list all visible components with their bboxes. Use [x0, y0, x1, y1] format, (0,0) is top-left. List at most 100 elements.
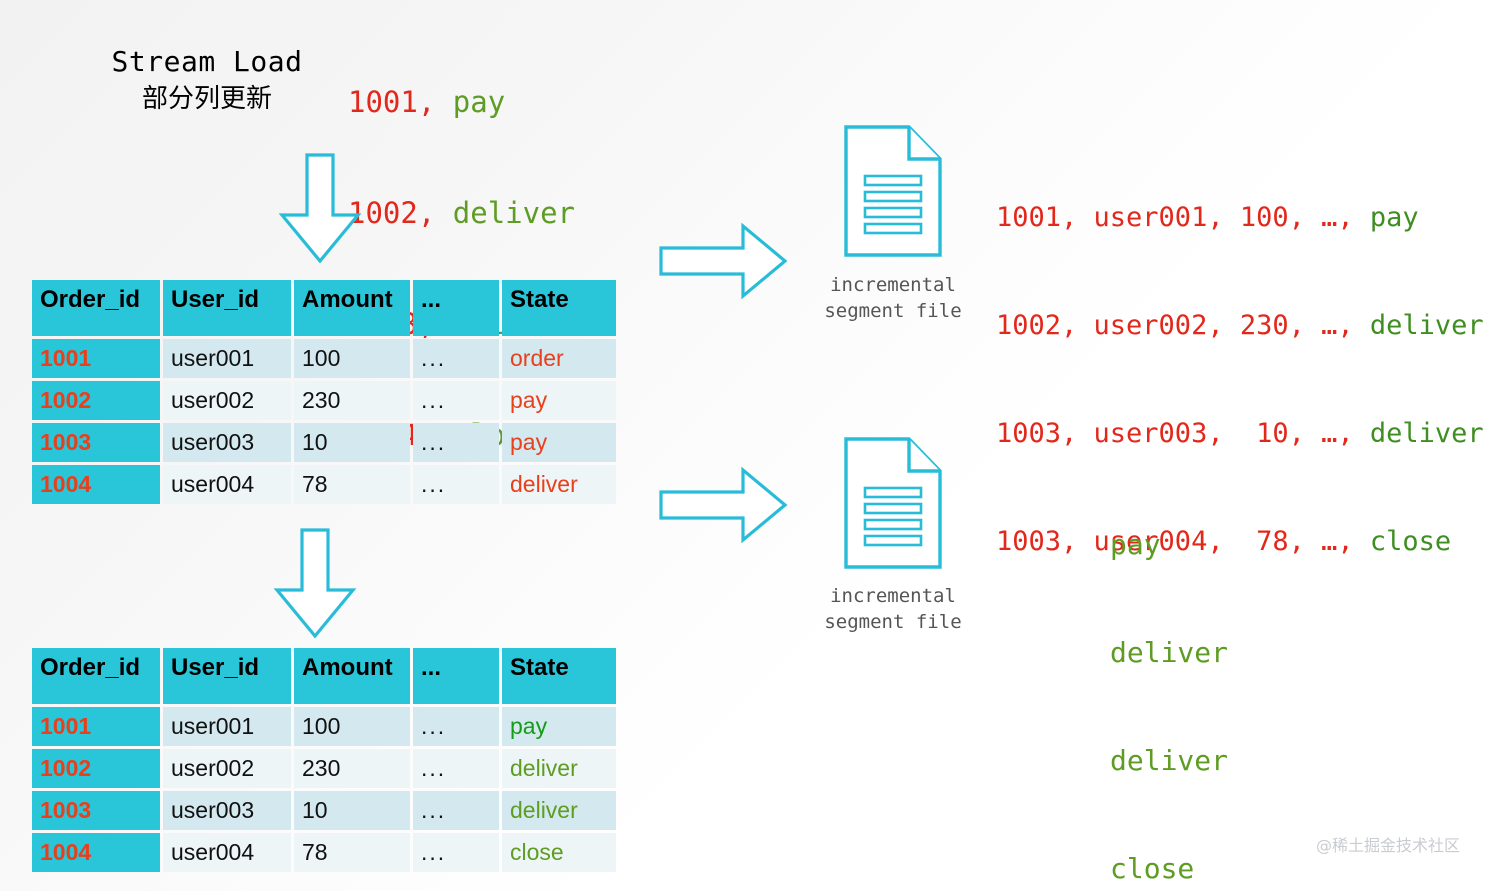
cell-user-id: user002 — [163, 749, 291, 788]
cell-amount: 10 — [294, 791, 410, 830]
segment-row-prefix: 1003, user004, 78, …, — [996, 526, 1354, 557]
cell-amount: 100 — [294, 339, 410, 378]
cell-state: close — [502, 833, 616, 872]
cell-order-id: 1004 — [32, 833, 160, 872]
column-header-amount: Amount — [294, 648, 410, 704]
table-row: 1002 user002 230 ... pay — [32, 381, 616, 420]
cell-user-id: user002 — [163, 381, 291, 420]
column-header-user-id: User_id — [163, 280, 291, 336]
arrow-right-icon-2 — [657, 466, 789, 544]
cell-ellipsis: ... — [413, 749, 499, 788]
cell-amount: 230 — [294, 749, 410, 788]
cell-amount: 100 — [294, 707, 410, 746]
table-row: 1002 user002 230 ... deliver — [32, 749, 616, 788]
table-row: 1001 user001 100 ... pay — [32, 707, 616, 746]
segment-file-listing-bottom: pay deliver deliver close — [1110, 455, 1228, 891]
cell-state: deliver — [502, 749, 616, 788]
cell-user-id: user001 — [163, 707, 291, 746]
segment-row: 1003, user004, 78, …, close — [996, 524, 1484, 560]
cell-user-id: user004 — [163, 465, 291, 504]
orders-table-before: Order_id User_id Amount ... State 1001 u… — [29, 277, 619, 507]
cell-user-id: user003 — [163, 423, 291, 462]
state-row: deliver — [1110, 744, 1229, 777]
cell-order-id: 1002 — [32, 749, 160, 788]
table-row: 1004 user004 78 ... deliver — [32, 465, 616, 504]
cell-ellipsis: ... — [413, 833, 499, 872]
cell-amount: 10 — [294, 423, 410, 462]
cell-order-id: 1001 — [32, 339, 160, 378]
segment-row-prefix: 1003, user003, 10, …, — [996, 418, 1354, 449]
input-row-state: deliver — [452, 196, 575, 230]
column-header-user-id: User_id — [163, 648, 291, 704]
cell-order-id: 1003 — [32, 423, 160, 462]
segment-row-state: deliver — [1369, 418, 1484, 449]
cell-amount: 78 — [294, 833, 410, 872]
input-stream-row: 1002, deliver — [348, 195, 575, 232]
cell-ellipsis: ... — [413, 465, 499, 504]
cell-state: deliver — [502, 791, 616, 830]
segment-row-prefix: 1001, user001, 100, …, — [996, 202, 1354, 233]
segment-row-state: deliver — [1369, 310, 1484, 341]
input-row-id: 1001, — [348, 85, 436, 119]
table-row: 1004 user004 78 ... close — [32, 833, 616, 872]
input-stream-row: 1001, pay — [348, 84, 575, 121]
table-header-row: Order_id User_id Amount ... State — [32, 648, 616, 704]
state-row: deliver — [1110, 636, 1229, 669]
state-row: pay — [1110, 528, 1161, 561]
orders-table-after: Order_id User_id Amount ... State 1001 u… — [29, 645, 619, 875]
cell-amount: 230 — [294, 381, 410, 420]
cell-ellipsis: ... — [413, 707, 499, 746]
cell-order-id: 1003 — [32, 791, 160, 830]
column-header-order-id: Order_id — [32, 280, 160, 336]
segment-row-prefix: 1002, user002, 230, …, — [996, 310, 1354, 341]
file-caption-2: incremental segment file — [824, 585, 962, 633]
table-row: 1001 user001 100 ... order — [32, 339, 616, 378]
cell-order-id: 1001 — [32, 707, 160, 746]
table: Order_id User_id Amount ... State 1001 u… — [29, 277, 619, 507]
stream-load-subtitle: 部分列更新 — [141, 84, 272, 114]
input-row-id: 1002, — [348, 196, 436, 230]
column-header-ellipsis: ... — [413, 648, 499, 704]
column-header-amount: Amount — [294, 280, 410, 336]
cell-order-id: 1002 — [32, 381, 160, 420]
column-header-state: State — [502, 648, 616, 704]
stream-load-title: Stream Load — [111, 45, 303, 78]
cell-state: pay — [502, 423, 616, 462]
table-row: 1003 user003 10 ... deliver — [32, 791, 616, 830]
arrow-right-icon-1 — [657, 222, 789, 300]
cell-user-id: user001 — [163, 339, 291, 378]
cell-state: pay — [502, 707, 616, 746]
cell-ellipsis: ... — [413, 339, 499, 378]
cell-ellipsis: ... — [413, 791, 499, 830]
arrow-down-icon-2 — [272, 527, 358, 640]
state-row: close — [1110, 852, 1195, 885]
document-file-icon-2 — [843, 436, 943, 575]
cell-ellipsis: ... — [413, 423, 499, 462]
segment-row: 1002, user002, 230, …, deliver — [996, 308, 1484, 344]
stream-load-heading: Stream Load 部分列更新 — [92, 44, 322, 118]
table: Order_id User_id Amount ... State 1001 u… — [29, 645, 619, 875]
column-header-state: State — [502, 280, 616, 336]
watermark: @稀土掘金技术社区 — [1316, 836, 1461, 855]
cell-user-id: user004 — [163, 833, 291, 872]
segment-row-state: close — [1369, 526, 1452, 557]
segment-row-state: pay — [1369, 202, 1419, 233]
segment-file-listing-top: 1001, user001, 100, …, pay 1002, user002… — [996, 128, 1484, 632]
document-file-icon-1 — [843, 124, 943, 263]
input-row-state: pay — [452, 85, 506, 119]
arrow-down-icon-1 — [277, 152, 363, 265]
cell-state: pay — [502, 381, 616, 420]
column-header-ellipsis: ... — [413, 280, 499, 336]
segment-row: 1001, user001, 100, …, pay — [996, 200, 1484, 236]
cell-state: order — [502, 339, 616, 378]
cell-order-id: 1004 — [32, 465, 160, 504]
column-header-order-id: Order_id — [32, 648, 160, 704]
table-row: 1003 user003 10 ... pay — [32, 423, 616, 462]
cell-ellipsis: ... — [413, 381, 499, 420]
file-caption-1: incremental segment file — [824, 274, 962, 322]
cell-amount: 78 — [294, 465, 410, 504]
table-header-row: Order_id User_id Amount ... State — [32, 280, 616, 336]
cell-user-id: user003 — [163, 791, 291, 830]
segment-row: 1003, user003, 10, …, deliver — [996, 416, 1484, 452]
